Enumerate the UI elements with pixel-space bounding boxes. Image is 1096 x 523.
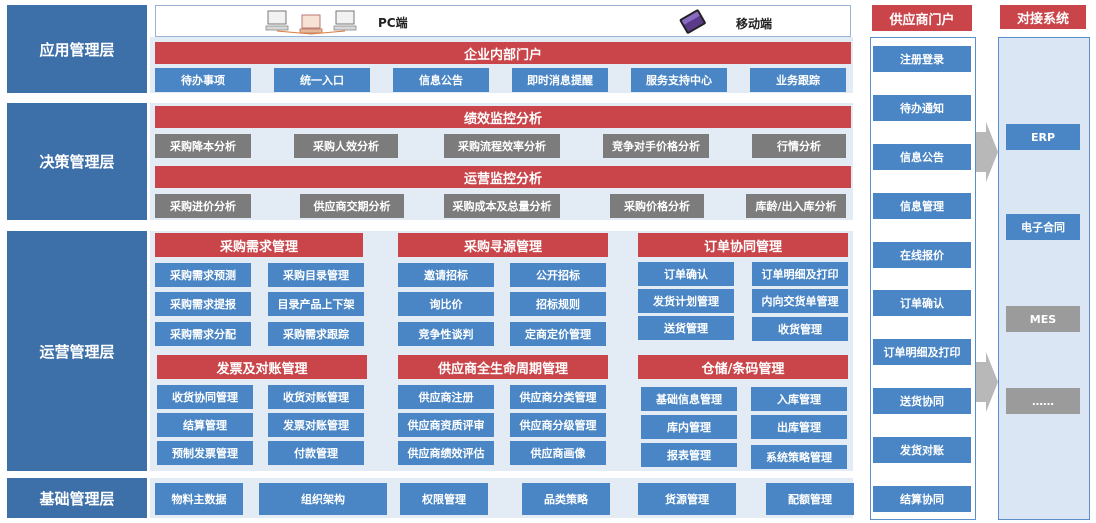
invoice-item-receipt-collab[interactable]: 收货协同管理	[157, 385, 253, 409]
invoice-item-invoice-reconcile[interactable]: 发票对账管理	[268, 413, 364, 437]
warehouse-item-basic-info[interactable]: 基础信息管理	[641, 387, 737, 411]
sourcing-item-negotiation[interactable]: 竞争性谈判	[398, 322, 494, 346]
mobile-phone-icon	[679, 9, 706, 34]
demand-header: 采购需求管理	[155, 233, 363, 257]
ops-item-purchase-price[interactable]: 采购价格分析	[610, 194, 704, 218]
base-item-quota[interactable]: 配额管理	[766, 483, 854, 515]
operation-band	[150, 231, 853, 471]
order-item-confirm[interactable]: 订单确认	[638, 262, 734, 286]
base-item-material[interactable]: 物料主数据	[155, 483, 243, 515]
warehouse-item-inbound[interactable]: 入库管理	[751, 387, 847, 411]
demand-item-submit[interactable]: 采购需求提报	[155, 292, 251, 316]
supplier-item-order-detail[interactable]: 订单明细及打印	[873, 339, 971, 365]
sourcing-item-bid-rules[interactable]: 招标规则	[510, 292, 606, 316]
demand-item-shelving[interactable]: 目录产品上下架	[268, 292, 364, 316]
supplier-item-announcement[interactable]: 信息公告	[873, 144, 971, 170]
sourcing-item-open-bid[interactable]: 公开招标	[510, 263, 606, 287]
layer-base-label: 基础管理层	[7, 478, 147, 518]
supplier-item-login[interactable]: 注册登录	[873, 46, 971, 72]
ops-item-purchase-price-in[interactable]: 采购进价分析	[155, 194, 251, 218]
perf-item-cost-reduction[interactable]: 采购降本分析	[155, 134, 251, 158]
perf-item-market[interactable]: 行情分析	[752, 134, 846, 158]
dock-item-erp[interactable]: ERP	[1006, 124, 1080, 150]
warehouse-header: 仓储/条码管理	[638, 355, 848, 379]
order-item-delivery[interactable]: 送货管理	[638, 316, 734, 340]
ops-analysis-header: 运营监控分析	[155, 166, 851, 188]
app-item-todo[interactable]: 待办事项	[155, 68, 251, 92]
app-item-unified-entry[interactable]: 统一入口	[274, 68, 370, 92]
lifecycle-header: 供应商全生命周期管理	[398, 355, 608, 379]
base-item-category[interactable]: 品类策略	[522, 483, 610, 515]
lifecycle-item-classify[interactable]: 供应商分类管理	[510, 385, 606, 409]
pc-computers-icon	[265, 10, 357, 35]
order-item-receiving[interactable]: 收货管理	[752, 317, 848, 341]
device-bar: PC端 移动端	[155, 5, 851, 37]
base-item-permission[interactable]: 权限管理	[400, 483, 488, 515]
perf-item-staff-efficiency[interactable]: 采购人效分析	[294, 134, 398, 158]
supplier-item-todo-notice[interactable]: 待办通知	[873, 95, 971, 121]
invoice-item-receipt-reconcile[interactable]: 收货对账管理	[268, 385, 364, 409]
supplier-item-delivery-collab[interactable]: 送货协同	[873, 388, 971, 414]
arrow-right-icon	[976, 122, 998, 182]
perf-item-process-efficiency[interactable]: 采购流程效率分析	[444, 134, 560, 158]
order-item-detail-print[interactable]: 订单明细及打印	[752, 262, 848, 286]
lifecycle-item-portrait[interactable]: 供应商画像	[510, 441, 606, 465]
ops-item-inventory-age[interactable]: 库龄/出入库分析	[746, 194, 846, 218]
supplier-item-info-manage[interactable]: 信息管理	[873, 193, 971, 219]
warehouse-item-in-warehouse[interactable]: 库内管理	[641, 415, 737, 439]
sourcing-item-price-compare[interactable]: 询比价	[398, 292, 494, 316]
layer-app-label: 应用管理层	[7, 5, 147, 93]
app-item-announcement[interactable]: 信息公告	[393, 68, 489, 92]
demand-item-forecast[interactable]: 采购需求预测	[155, 263, 251, 287]
app-item-business-tracking[interactable]: 业务跟踪	[750, 68, 846, 92]
layer-decision-label: 决策管理层	[7, 103, 147, 220]
sourcing-item-pricing[interactable]: 定商定价管理	[510, 322, 606, 346]
invoice-item-payment[interactable]: 付款管理	[268, 441, 364, 465]
sourcing-header: 采购寻源管理	[398, 233, 608, 257]
app-item-service-center[interactable]: 服务支持中心	[631, 68, 727, 92]
invoice-item-preinvoice[interactable]: 预制发票管理	[157, 441, 253, 465]
layer-operation-label: 运营管理层	[7, 231, 147, 471]
demand-item-allocation[interactable]: 采购需求分配	[155, 322, 251, 346]
base-item-source[interactable]: 货源管理	[638, 483, 736, 515]
base-band	[150, 478, 853, 518]
perf-analysis-header: 绩效监控分析	[155, 106, 851, 128]
lifecycle-item-qualification[interactable]: 供应商资质评审	[398, 413, 494, 437]
supplier-item-settlement-collab[interactable]: 结算协同	[873, 486, 971, 512]
lifecycle-item-performance[interactable]: 供应商绩效评估	[398, 441, 494, 465]
warehouse-item-outbound[interactable]: 出库管理	[751, 415, 847, 439]
order-item-shipping-plan[interactable]: 发货计划管理	[638, 289, 734, 313]
app-item-instant-message[interactable]: 即时消息提醒	[512, 68, 608, 92]
supplier-item-online-quote[interactable]: 在线报价	[873, 242, 971, 268]
demand-item-tracking[interactable]: 采购需求跟踪	[268, 322, 364, 346]
order-item-inbound-delivery[interactable]: 内向交货单管理	[752, 289, 848, 313]
ops-item-delivery-time[interactable]: 供应商交期分析	[300, 194, 404, 218]
dock-header: 对接系统	[1000, 5, 1086, 29]
supplier-portal-header: 供应商门户	[872, 5, 972, 31]
perf-item-competitor-price[interactable]: 竞争对手价格分析	[603, 134, 709, 158]
supplier-item-order-confirm[interactable]: 订单确认	[873, 290, 971, 316]
warehouse-item-reports[interactable]: 报表管理	[641, 443, 737, 467]
dock-item-more[interactable]: ……	[1006, 388, 1080, 414]
demand-item-catalog[interactable]: 采购目录管理	[268, 263, 364, 287]
mobile-label: 移动端	[736, 17, 773, 31]
dock-panel	[998, 37, 1090, 520]
warehouse-item-system-policy[interactable]: 系统策略管理	[751, 445, 847, 469]
pc-label: PC端	[378, 16, 408, 30]
dock-item-e-contract[interactable]: 电子合同	[1006, 214, 1080, 240]
lifecycle-item-register[interactable]: 供应商注册	[398, 385, 494, 409]
base-item-org[interactable]: 组织架构	[259, 483, 387, 515]
invoice-item-settlement[interactable]: 结算管理	[157, 413, 253, 437]
lifecycle-item-grading[interactable]: 供应商分级管理	[510, 413, 606, 437]
sourcing-item-invited-bid[interactable]: 邀请招标	[398, 263, 494, 287]
dock-item-mes[interactable]: MES	[1006, 306, 1080, 332]
arrow-right-icon	[976, 352, 998, 412]
portal-header: 企业内部门户	[155, 42, 851, 64]
invoice-header: 发票及对账管理	[157, 355, 367, 379]
order-header: 订单协同管理	[638, 233, 848, 257]
supplier-item-shipment-reconcile[interactable]: 发货对账	[873, 437, 971, 463]
ops-item-cost-volume[interactable]: 采购成本及总量分析	[444, 194, 560, 218]
